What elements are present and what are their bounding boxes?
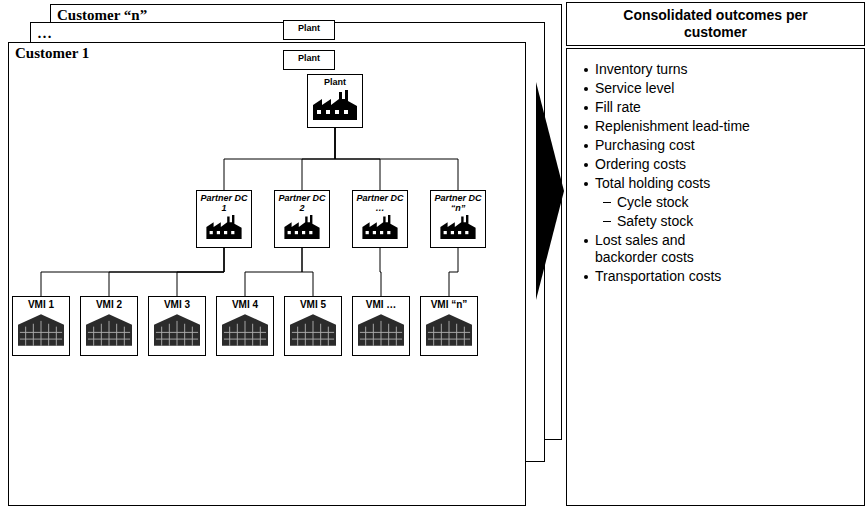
vmi-site-box: VMI 2: [80, 296, 138, 356]
vmi-site-box: VMI 4: [216, 296, 274, 356]
connector-line: [449, 248, 458, 296]
connector-line: [302, 248, 313, 296]
warehouse-icon: [426, 313, 472, 346]
partner-dc-box: Partner DC 1: [196, 190, 252, 248]
outcome-item: Purchasing cost: [595, 137, 750, 154]
bullet-dot: [584, 275, 588, 279]
outcome-item: Transportation costs: [595, 268, 750, 285]
warehouse-icon: [290, 313, 336, 346]
list-item: Purchasing cost: [573, 137, 858, 154]
connector-line: [380, 248, 381, 296]
dash-marker: [603, 221, 611, 222]
plant-label: Plant: [298, 53, 320, 64]
outcome-item: Fill rate: [595, 99, 750, 116]
factory-icon: [362, 215, 398, 239]
plant-label: Plant: [324, 77, 346, 88]
vmi-site-box: VMI 5: [284, 296, 342, 356]
plant-box: Plant: [283, 20, 335, 40]
outcomes-header: Consolidated outcomes per customer: [566, 2, 865, 46]
outcome-arrow: [536, 82, 564, 300]
outcome-item: Inventory turns: [595, 61, 750, 78]
bullet-dot: [584, 239, 588, 243]
factory-icon: [440, 215, 476, 239]
bullet-dot: [584, 144, 588, 148]
connector-line: [224, 128, 335, 190]
vmi-label: VMI 3: [164, 299, 190, 311]
warehouse-icon: [358, 313, 404, 346]
bullet-dot: [584, 163, 588, 167]
outcome-item: Replenishment lead-time: [595, 118, 750, 135]
bullet-dot: [584, 87, 588, 91]
vmi-label: VMI …: [366, 299, 397, 311]
connector-line: [335, 128, 458, 190]
warehouse-icon: [18, 313, 64, 346]
dash-marker: [603, 202, 611, 203]
dc-label: Partner DC …: [356, 193, 404, 213]
outcomes-heading: Consolidated outcomes per customer: [591, 7, 841, 41]
factory-icon: [206, 215, 242, 239]
dc-label: Partner DC 2: [278, 193, 326, 213]
factory-icon: [284, 215, 320, 239]
list-item: Safety stock: [573, 213, 858, 230]
list-item: Replenishment lead-time: [573, 118, 858, 135]
connector-line: [109, 248, 224, 296]
bullet-dot: [584, 68, 588, 72]
list-item: Inventory turns: [573, 61, 858, 78]
partner-dc-box: Partner DC …: [352, 190, 408, 248]
plant-label: Plant: [298, 23, 320, 34]
vmi-label: VMI “n”: [431, 299, 468, 311]
list-item: Transportation costs: [573, 268, 858, 285]
bullet-dot: [584, 125, 588, 129]
vmi-site-box: VMI …: [352, 296, 410, 356]
customer-panel: Customer 1PlantPartner DC 1Partner DC 2P…: [8, 42, 526, 506]
outcome-item: Service level: [595, 80, 750, 97]
outcome-item: Ordering costs: [595, 156, 750, 173]
list-item: Ordering costs: [573, 156, 858, 173]
outcome-item: Total holding costs: [595, 175, 750, 192]
connector-line: [302, 128, 335, 190]
bullet-dot: [584, 106, 588, 110]
vmi-label: VMI 5: [300, 299, 326, 311]
partner-dc-box: Partner DC 2: [274, 190, 330, 248]
partner-dc-box: Partner DC “n”: [430, 190, 486, 248]
list-item: Service level: [573, 80, 858, 97]
warehouse-icon: [154, 313, 200, 346]
list-item: Total holding costs: [573, 175, 858, 192]
connector-line: [41, 248, 224, 296]
dc-label: Partner DC “n”: [434, 193, 482, 213]
outcome-item: Cycle stock: [617, 194, 772, 211]
vmi-site-box: VMI 1: [12, 296, 70, 356]
warehouse-icon: [86, 313, 132, 346]
vmi-site-box: VMI 3: [148, 296, 206, 356]
vmi-site-box: VMI “n”: [420, 296, 478, 356]
outcomes-list: Inventory turnsService levelFill rateRep…: [566, 48, 865, 506]
vmi-label: VMI 1: [28, 299, 54, 311]
outcome-item: Lost sales and backorder costs: [595, 232, 750, 266]
vmi-label: VMI 4: [232, 299, 258, 311]
plant-box: Plant: [307, 74, 363, 128]
warehouse-icon: [222, 313, 268, 346]
list-item: Cycle stock: [573, 194, 858, 211]
connector-line: [245, 248, 302, 296]
outcome-item: Safety stock: [617, 213, 772, 230]
list-item: Fill rate: [573, 99, 858, 116]
dc-label: Partner DC 1: [200, 193, 248, 213]
list-item: Lost sales and backorder costs: [573, 232, 858, 266]
panel-heading: Customer 1: [9, 43, 525, 64]
factory-icon: [313, 90, 357, 120]
bullet-dot: [584, 182, 588, 186]
plant-box: Plant: [283, 50, 335, 70]
connector-line: [177, 248, 224, 296]
vmi-label: VMI 2: [96, 299, 122, 311]
